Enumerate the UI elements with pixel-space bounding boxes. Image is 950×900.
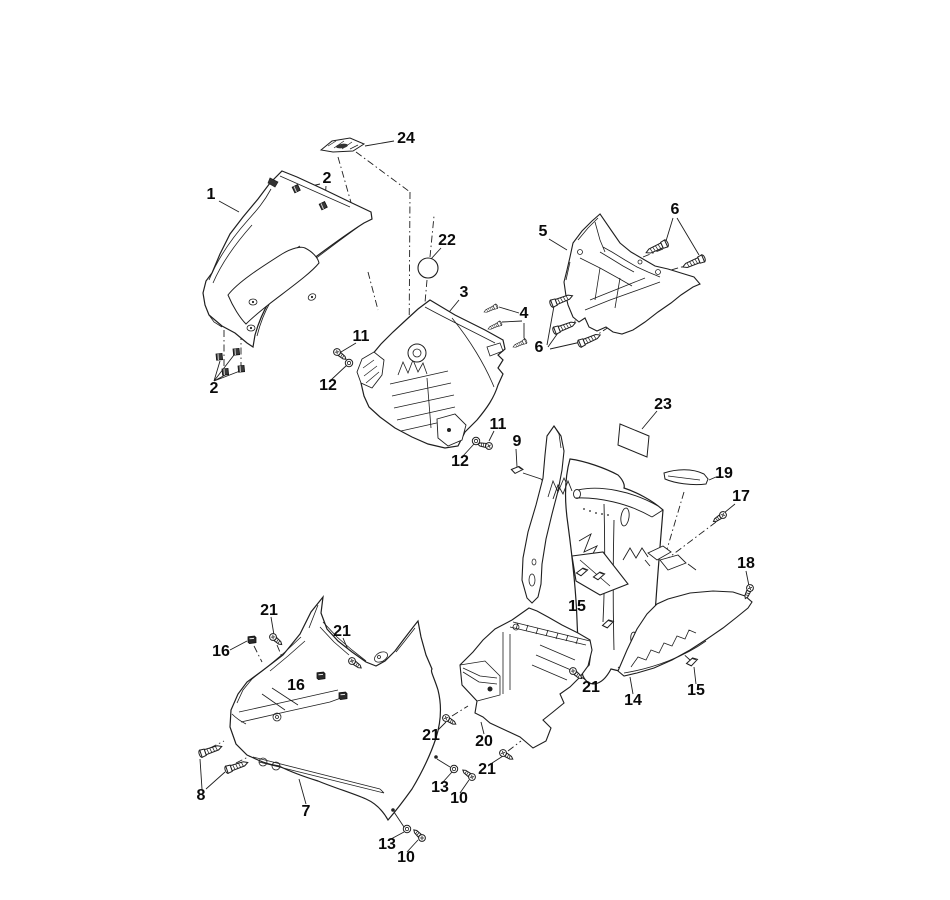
screw-4-a-icon xyxy=(482,303,499,315)
clip-2-bot-a-icon xyxy=(215,352,224,361)
nut-16-a-icon xyxy=(247,635,257,645)
leader-lines xyxy=(199,140,750,853)
clip-9-icon xyxy=(510,465,524,475)
washer-13-bottom-icon xyxy=(402,824,412,834)
bolt-6-b-icon xyxy=(680,253,707,271)
screw-21-d-icon xyxy=(440,712,459,728)
part-3-front-panel xyxy=(356,299,506,449)
bolt-6-e-icon xyxy=(576,331,603,349)
screw-4-c-icon xyxy=(511,338,528,350)
clip-2-bot-c-icon xyxy=(221,367,230,376)
part-24-emblem xyxy=(319,137,366,153)
nut-16-b2-icon xyxy=(338,691,348,701)
part-20-inner-panel xyxy=(459,607,593,749)
clip-2-bot-d-icon xyxy=(237,364,246,373)
part-5-stay-bracket xyxy=(563,213,701,335)
part-1-front-cowl xyxy=(202,170,373,349)
washer-13-right-icon xyxy=(449,764,459,774)
washer-12-upper-icon xyxy=(344,358,354,368)
bolt-6-a-icon xyxy=(644,238,670,257)
bolt-8-b-icon xyxy=(223,758,250,775)
bolt-6-d-icon xyxy=(551,318,578,336)
part-22-grommet xyxy=(417,257,439,279)
part-23-sticker xyxy=(617,423,650,458)
screw-21-a-icon xyxy=(267,631,285,648)
screw-10-right-icon xyxy=(460,766,478,783)
part-stay-fragments xyxy=(644,545,697,571)
washer-12-lower-icon xyxy=(471,436,481,446)
part-7-lower-cover xyxy=(229,594,442,822)
clip-2-bot-b-icon xyxy=(232,347,241,356)
part-leg-shield-inner xyxy=(521,425,570,604)
screw-17-icon xyxy=(711,509,729,525)
screw-10-bottom-icon xyxy=(410,826,428,844)
screw-4-b-icon xyxy=(486,320,503,332)
nut-16-b-icon xyxy=(316,671,326,681)
part-19-trim-strip xyxy=(663,469,709,486)
screw-21-e-icon xyxy=(497,747,516,763)
bolt-8-a-icon xyxy=(197,742,224,759)
